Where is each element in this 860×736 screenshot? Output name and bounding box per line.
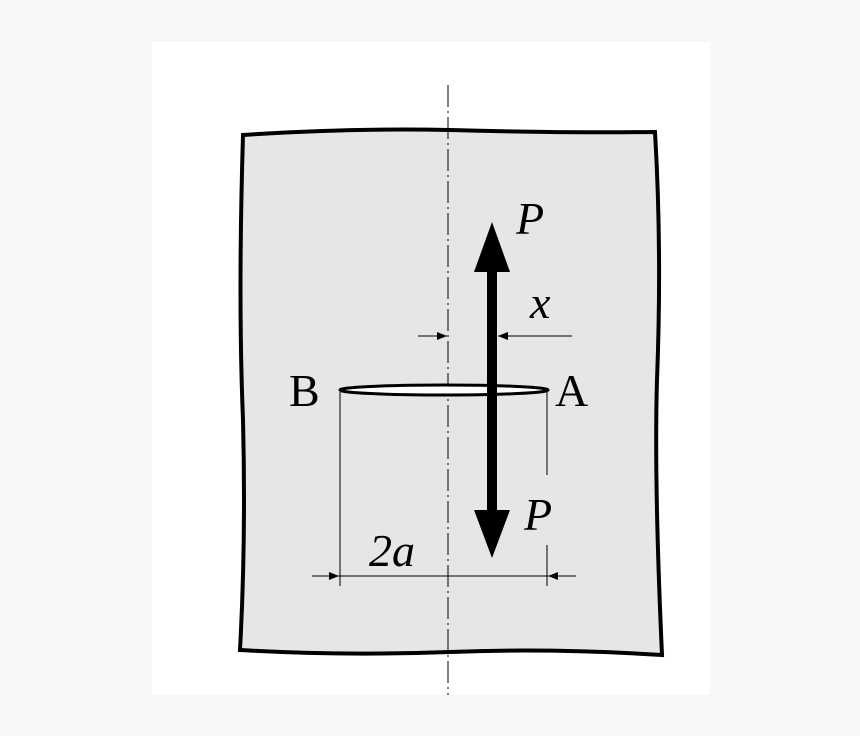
force-arrow-up-head	[474, 222, 510, 272]
label-force-top: P	[515, 193, 544, 244]
label-crack-length: 2a	[369, 525, 415, 576]
label-offset-x: x	[529, 277, 551, 328]
force-arrow-down-head	[474, 510, 510, 558]
label-point-a: A	[555, 365, 588, 416]
label-point-b: B	[289, 365, 320, 416]
label-force-bottom: P	[523, 489, 552, 540]
crack	[338, 383, 550, 397]
force-arrow-shaft	[487, 268, 497, 512]
